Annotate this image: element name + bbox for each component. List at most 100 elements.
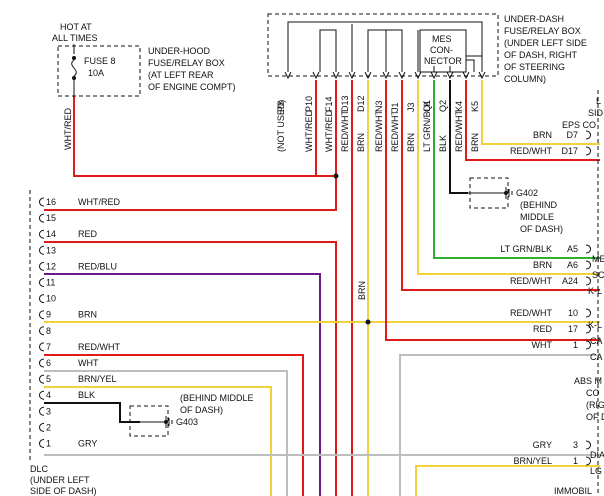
module-pin-terminal-icon: [585, 146, 591, 156]
dlc-pin-wire-label: WHT/RED: [78, 197, 120, 207]
hood-box-title-1: UNDER-HOOD: [148, 46, 210, 56]
dlc-pin-number: 8: [46, 326, 51, 336]
g403-loc-1: (BEHIND MIDDLE: [180, 393, 254, 403]
module-name-fragment: IMMOBIL: [554, 486, 592, 496]
dash-box-title-4: OF DASH, RIGHT: [504, 50, 578, 60]
dash-pin-terminal-icon: [364, 71, 372, 80]
dash-pin-wire-label: RED/WHT: [340, 110, 350, 152]
module-name-fragment: EPS CO: [562, 120, 596, 130]
wire-dlc-16: [44, 176, 337, 211]
wire-dlc-4-blk: [44, 402, 140, 423]
dash-pin-terminal-icon: [332, 71, 340, 80]
dlc-pin-terminal-icon: [39, 197, 45, 207]
dlc-pin-wire-label: RED/WHT: [78, 342, 120, 352]
module-pin-wire-label: BRN: [533, 260, 552, 270]
module-name-fragment: CO: [586, 388, 600, 398]
dash-fuse-box-outline: [267, 13, 499, 77]
module-pin-terminal-icon: [585, 456, 591, 466]
junction-dot-brn: [365, 319, 371, 325]
module-pin-terminal-icon: [585, 340, 591, 350]
module-pin-wire-label: WHT: [532, 340, 553, 350]
dlc-pin-wire-label: RED: [78, 229, 98, 239]
module-name-fragment: LG: [590, 466, 602, 476]
dash-box-title-5: OF STEERING: [504, 62, 565, 72]
module-name-fragment: SID: [588, 108, 604, 118]
dash-pin-id: P10: [304, 96, 314, 112]
dash-pin-terminal-icon: [414, 71, 422, 80]
module-pin-terminal-icon: [585, 440, 591, 450]
module-pin-number: A5: [567, 244, 578, 254]
fuse-terminal-top: [72, 56, 76, 60]
dlc-pin-terminal-icon: [39, 406, 45, 416]
module-pin-number: 3: [573, 440, 578, 450]
module-pin-number: 1: [573, 340, 578, 350]
mes-links: [433, 55, 483, 72]
dlc-title-3: SIDE OF DASH): [30, 486, 97, 496]
dlc-pin-number: 13: [46, 245, 56, 255]
fuse-8-icon: [71, 59, 77, 77]
dash-pin-wire-label: BRN: [470, 133, 480, 152]
wire-q1-lt-grn-blk: [433, 80, 600, 259]
dash-pin-wire-label: LT GRN/BLK: [422, 100, 432, 152]
dash-pin-terminal-icon: [478, 71, 486, 80]
dash-box-title-2: FUSE/RELAY BOX: [504, 26, 581, 36]
module-pin-terminal-icon: [585, 244, 591, 254]
g403-terminal: [164, 420, 168, 424]
dash-pin-id: K5: [470, 101, 480, 112]
dlc-pin-terminal-icon: [39, 294, 45, 304]
dlc-pin-terminal-icon: [39, 278, 45, 287]
dlc-pin-terminal-icon: [39, 245, 45, 255]
dlc-pin-number: 1: [46, 439, 51, 449]
wire-q2-blk: [449, 80, 468, 194]
dash-pin-id: Q1: [422, 100, 432, 112]
dash-pin-id: D13: [340, 95, 350, 112]
wires: [44, 80, 600, 496]
dlc-pin-terminal-icon: [39, 229, 45, 239]
dash-box-title-6: COLUMN): [504, 74, 546, 84]
dash-pin-wire-label: RED/WHT: [374, 110, 384, 152]
wire-abs-wht: [399, 354, 600, 496]
dlc-pin-terminal-icon: [39, 439, 45, 448]
dlc-pin-terminal-icon: [39, 213, 45, 223]
module-name-fragment: K-L: [588, 286, 602, 296]
hood-box-title-3: (AT LEFT REAR: [148, 70, 214, 80]
wire-dlc-14-red: [44, 241, 337, 496]
dash-pin-terminal-icon: [312, 71, 320, 80]
fuse-rating: 10A: [88, 68, 104, 78]
dash-pin-id: K4: [454, 101, 464, 112]
dash-pin-terminal-icon: [430, 71, 438, 80]
dlc-pin-number: 12: [46, 261, 56, 271]
dash-pin-terminal-icon: [462, 71, 470, 80]
module-name-fragment: L: [596, 96, 601, 106]
module-pin-wire-label: BRN/YEL: [513, 456, 552, 466]
dash-pin-id: J1: [390, 102, 400, 112]
under-hood-fuse-box: HOT AT ALL TIMES FUSE 8 10A UNDER-HOOD F…: [52, 22, 236, 150]
dash-pin-wire-label: BRN: [406, 133, 416, 152]
fuse-name: FUSE 8: [84, 56, 116, 66]
module-pin-number: A6: [567, 260, 578, 270]
dlc-pin-terminal-icon: [39, 374, 45, 384]
mes-label-3: NECTOR: [424, 56, 462, 66]
module-pin-wire-label: RED: [533, 324, 553, 334]
dash-pin-id: J3: [406, 102, 416, 112]
module-name-fragment: DIA: [590, 450, 604, 460]
dash-pin-terminal-icon: [382, 71, 390, 80]
g402-terminal: [504, 191, 508, 195]
dash-pin-terminal-icon: [284, 71, 292, 80]
dash-box-pins: P8(NOT USED)P10WHT/REDF14WHT/REDD13RED/W…: [276, 71, 486, 152]
dash-box-bus: [287, 21, 483, 72]
ground-g403: G403 (BEHIND MIDDLE OF DASH): [129, 393, 254, 437]
module-pin-wire-label: RED/WHT: [510, 146, 552, 156]
dash-pin-terminal-icon: [348, 71, 356, 80]
wire-j1-red-wht: [401, 80, 600, 291]
dash-pin-wire-label: RED/WHT: [390, 110, 400, 152]
wire-wht-red-fuse8: [73, 96, 337, 177]
dlc-pin-number: 4: [46, 390, 51, 400]
g403-outline: [129, 405, 169, 437]
g402-loc-3: OF DASH): [520, 224, 563, 234]
dlc-pin-number: 11: [46, 278, 55, 288]
hood-fuse-box-outline: [57, 45, 141, 97]
dash-pin-wire-label: (NOT USED): [276, 100, 286, 152]
